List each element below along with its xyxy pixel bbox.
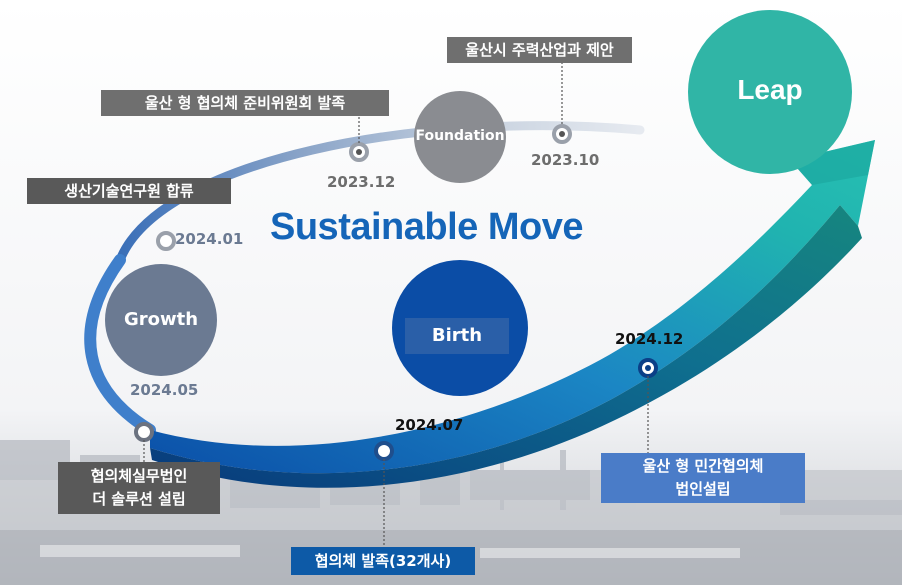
milestone-date-2023-12: 2023.12 (327, 173, 396, 191)
stage-leap-label: Leap (737, 74, 803, 105)
milestone-label-2024-12-line2: 법인설립 (675, 480, 731, 498)
foundation-circle (414, 91, 506, 183)
milestone-label-2024-07: 협의체 발족(32개사) (291, 547, 475, 575)
milestone-label-2024-05-line1: 협의체실무법인 (90, 467, 188, 485)
milestone-date-2024-07: 2024.07 (395, 416, 464, 434)
dotted-connectors (143, 62, 649, 548)
orbit-ring-left (84, 254, 156, 436)
stage-foundation-label: Foundation (415, 128, 505, 144)
leap-circle (688, 10, 852, 174)
marker-2024-01 (156, 231, 176, 251)
arrow-head-highlight (790, 140, 875, 185)
stage-growth-label: Growth (123, 309, 199, 330)
milestone-label-2023-12: 울산 형 협의체 준비위원회 발족 (101, 90, 389, 116)
milestone-date-2024-05: 2024.05 (130, 381, 199, 399)
stage-birth-label: Birth (431, 325, 483, 346)
marker-2024-05 (134, 422, 154, 442)
milestone-label-2024-12: 울산 형 민간협의체 법인설립 (601, 453, 805, 503)
diagram-title: Sustainable Move (270, 206, 583, 248)
milestone-date-2024-12: 2024.12 (615, 330, 684, 348)
growth-circle (105, 264, 217, 376)
milestone-date-2024-01: 2024.01 (175, 230, 244, 248)
growth-arrow-depth (150, 205, 862, 488)
milestone-label-2024-01: 생산기술연구원 합류 (27, 178, 231, 204)
marker-2024-07 (374, 441, 394, 461)
milestone-label-2024-05-line2: 더 솔루션 설립 (92, 490, 186, 508)
orbit-ring-back (115, 121, 645, 265)
birth-label-box (405, 318, 509, 354)
milestone-label-2024-05: 협의체실무법인 더 솔루션 설립 (58, 462, 220, 514)
milestone-label-2023-10: 울산시 주력산업과 제안 (447, 37, 632, 63)
milestone-date-2023-10: 2023.10 (531, 151, 600, 169)
milestone-label-2024-12-line1: 울산 형 민간협의체 (642, 457, 764, 475)
